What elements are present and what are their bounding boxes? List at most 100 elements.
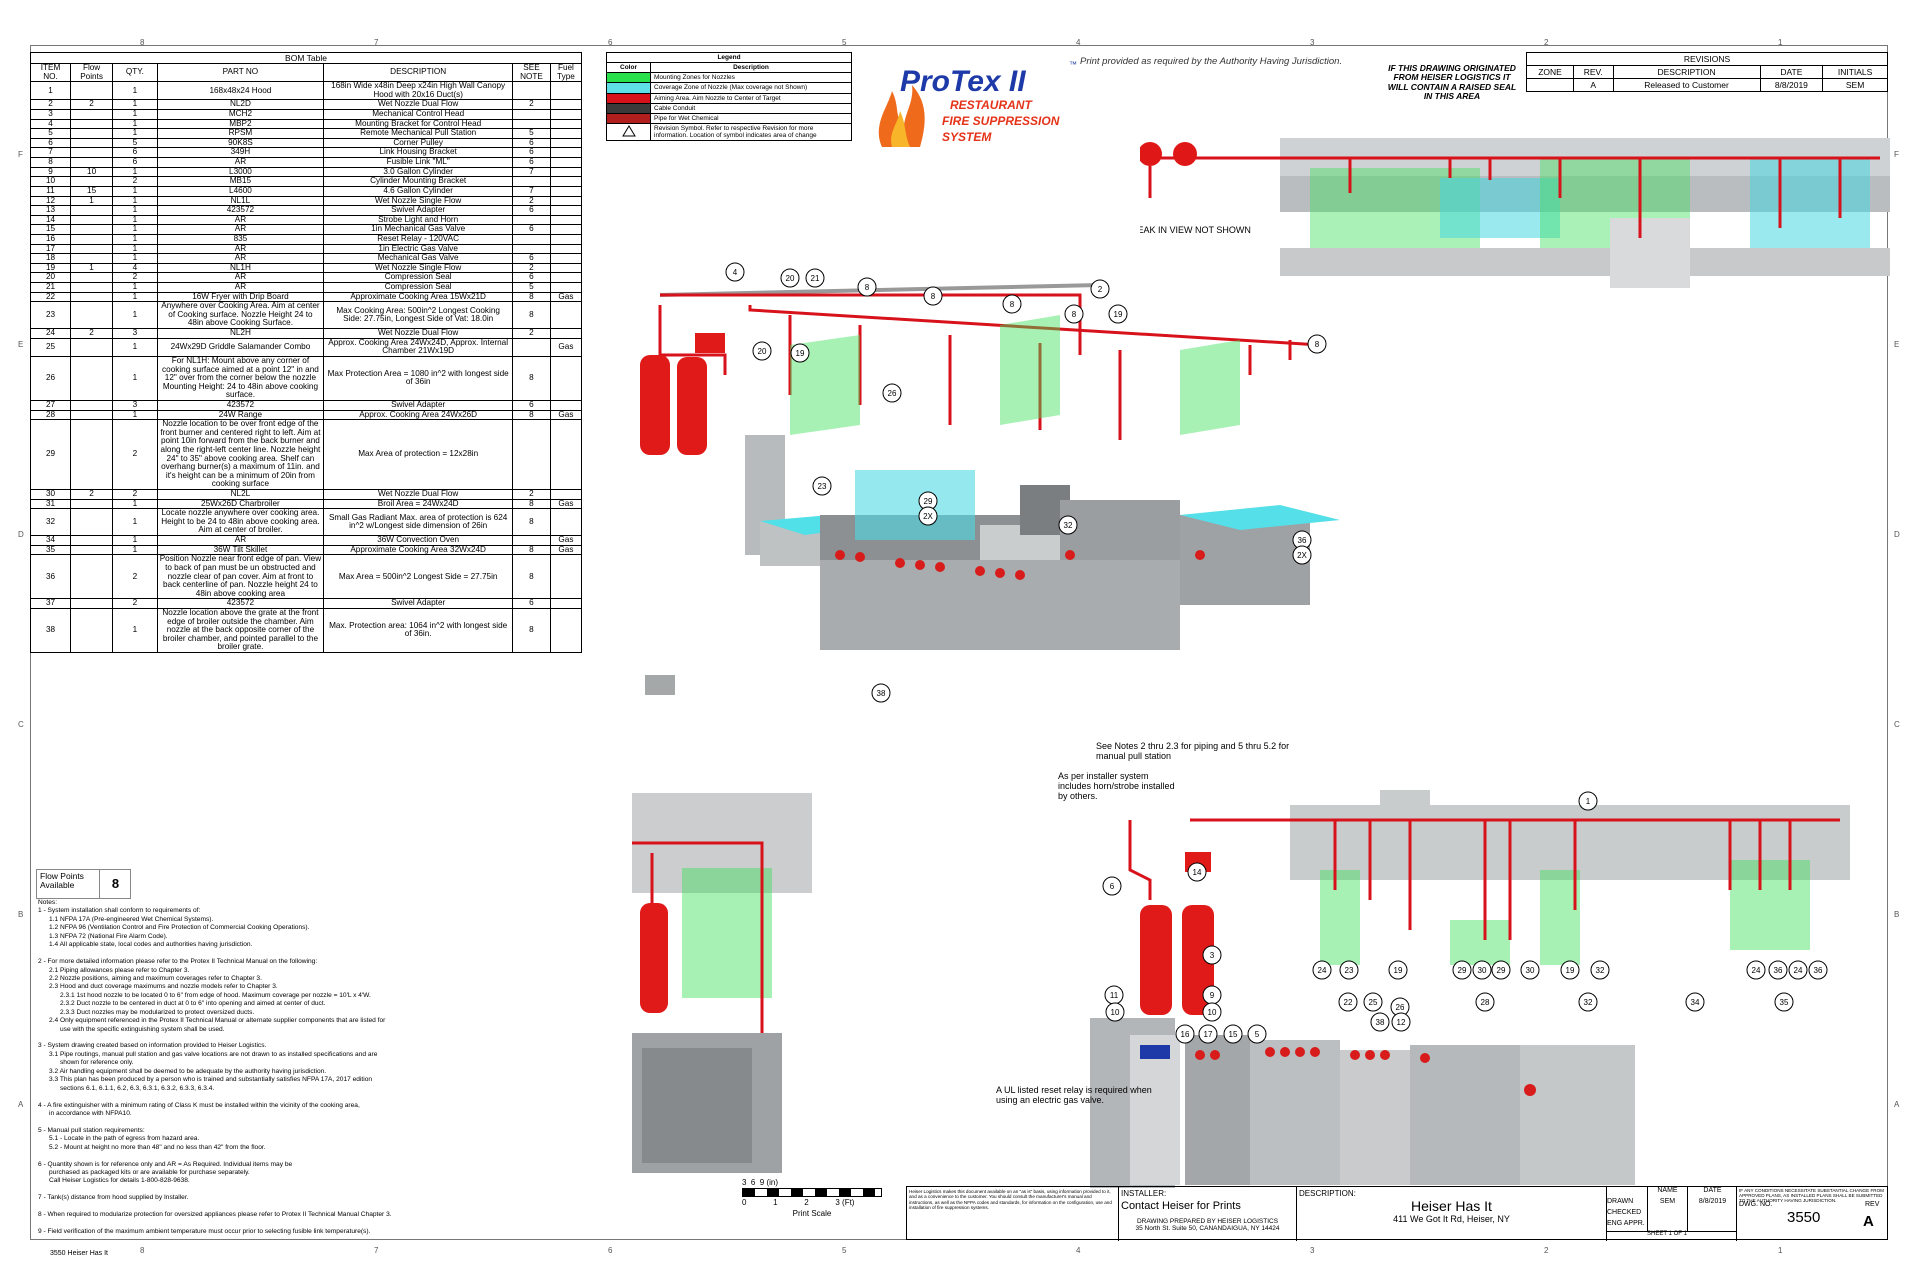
zone-label-top: 3: [1310, 1246, 1315, 1255]
prepared-address: 35 North St. Suite 50, CANANDAIGUA, NY 1…: [1135, 1225, 1280, 1232]
note-line: 5.1 - Locate in the path of egress from …: [38, 1135, 200, 1143]
rev-letter: A: [1863, 1213, 1874, 1230]
bom-cell: [549, 109, 583, 120]
bom-cell: [549, 253, 583, 264]
bom-cell: [549, 489, 583, 500]
bom-cell: 11: [30, 185, 71, 197]
bom-cell: 2: [512, 99, 551, 111]
callout-bubble: [871, 683, 891, 703]
bom-cell: [69, 607, 114, 654]
bom-cell: Swivel Adapter: [323, 205, 514, 216]
bom-cell: [549, 272, 583, 283]
zone-label-top: 8: [140, 1246, 145, 1255]
bom-cell: 2: [69, 489, 114, 500]
callout-bubble: [1391, 1012, 1411, 1032]
callout-label: 29: [1497, 966, 1506, 975]
callout-bubble: [1202, 945, 1222, 965]
bom-cell: [69, 508, 114, 537]
bom-cell: [69, 272, 114, 283]
callout-bubble: [1223, 1024, 1243, 1044]
callout-bubble: [1472, 960, 1492, 980]
callout-label: 3: [1210, 951, 1215, 960]
jurisdiction-note: Print provided as required by the Author…: [1080, 56, 1343, 67]
bom-cell: 1: [69, 262, 114, 274]
logo-line1: RESTAURANT: [950, 98, 1033, 112]
callout-label: 36: [1814, 966, 1823, 975]
bom-cell: Wet Nozzle Dual Flow: [323, 328, 514, 339]
zone-label-top: 8: [140, 38, 145, 47]
raised-seal-warning: IF THIS DRAWING ORIGINATED FROM HEISER L…: [1387, 63, 1517, 102]
callout-bubble: [1452, 960, 1472, 980]
revision-header-cell: INITIALS: [1822, 65, 1888, 79]
bom-header-cell: SEE NOTE: [512, 62, 551, 83]
bom-cell: [69, 128, 114, 139]
bom-cell: [512, 109, 551, 120]
zone-label-top: 2: [1544, 38, 1549, 47]
reset-relay-note: A UL listed reset relay is required when…: [996, 1085, 1152, 1105]
description-cell: DESCRIPTION: Heiser Has It 411 We Got It…: [1297, 1187, 1607, 1241]
name-header: NAME: [1647, 1187, 1687, 1198]
bom-cell: 2: [112, 176, 158, 187]
zone-label-top: 4: [1076, 38, 1081, 47]
bom-cell: [549, 118, 583, 130]
zone-label-top: 7: [374, 1246, 379, 1255]
callout-label: 29: [924, 497, 933, 506]
bom-cell: 1: [112, 128, 158, 139]
bom-cell: 5: [512, 128, 551, 139]
zone-label-side: E: [1894, 340, 1900, 349]
bom-cell: 2: [112, 554, 158, 600]
bom-cell: 7: [512, 166, 551, 178]
bom-cell: [69, 224, 114, 235]
callout-label: 2X: [923, 512, 933, 521]
note-line: Notes:: [38, 899, 58, 906]
callout-label: 10: [1208, 1008, 1217, 1017]
approval-note: IF ANY CONDITIONS NECESSITATE SUBSTANTIA…: [1739, 1188, 1884, 1204]
bom-cell: 2: [112, 419, 158, 491]
zone-label-top: 1: [1778, 38, 1783, 47]
callout-label: 23: [1345, 966, 1354, 975]
bom-cell: 6: [112, 157, 158, 168]
bom-cell: 1: [112, 355, 158, 401]
zone-label-top: 3: [1310, 38, 1315, 47]
bom-cell: Gas: [549, 337, 583, 357]
callout-bubble: [812, 476, 832, 496]
scale-feet: 0 1 2 3 (Ft): [742, 1198, 855, 1207]
bom-cell: [69, 243, 114, 255]
zone-label-top: 6: [608, 1246, 613, 1255]
bom-cell: 2: [112, 598, 158, 609]
bom-cell: [69, 337, 114, 357]
bom-cell: [549, 301, 583, 330]
callout-bubble: [1774, 992, 1794, 1012]
note-line: 2.3.1 1st hood nozzle to be located 0 to…: [38, 991, 371, 999]
drawn-date: 8/8/2019: [1687, 1198, 1737, 1209]
callout-label: 2X: [1297, 551, 1307, 560]
bom-cell: AR: [156, 253, 325, 264]
bom-cell: [69, 535, 114, 546]
bom-cell: 3: [30, 109, 71, 120]
callout-label: 20: [786, 274, 795, 283]
bom-cell: [69, 81, 114, 101]
bom-cell: 5: [30, 128, 71, 139]
bom-header-cell: Flow Points: [69, 62, 114, 83]
callout-label: 8: [865, 283, 870, 292]
bom-cell: [549, 607, 583, 654]
bom-cell: Broil Area = 24Wx24D: [323, 498, 514, 510]
callout-label: 32: [1584, 998, 1593, 1007]
bom-cell: [549, 214, 583, 226]
bom-cell: Approx. Cooking Area 24Wx26D: [323, 409, 514, 421]
side-view: [632, 793, 812, 1173]
revision-cell: 8/8/2019: [1759, 78, 1824, 92]
note-line: [38, 1093, 598, 1101]
drawn-label: DRAWN: [1607, 1198, 1634, 1205]
callout-bubble: [882, 383, 902, 403]
bom-cell: Mechanical Control Head: [323, 109, 514, 120]
callout-bubble: [1520, 960, 1540, 980]
bom-cell: [549, 137, 583, 149]
print-scale: 3 6 9 (in) 0 1 2 3 (Ft) Print Scale: [742, 1178, 882, 1218]
